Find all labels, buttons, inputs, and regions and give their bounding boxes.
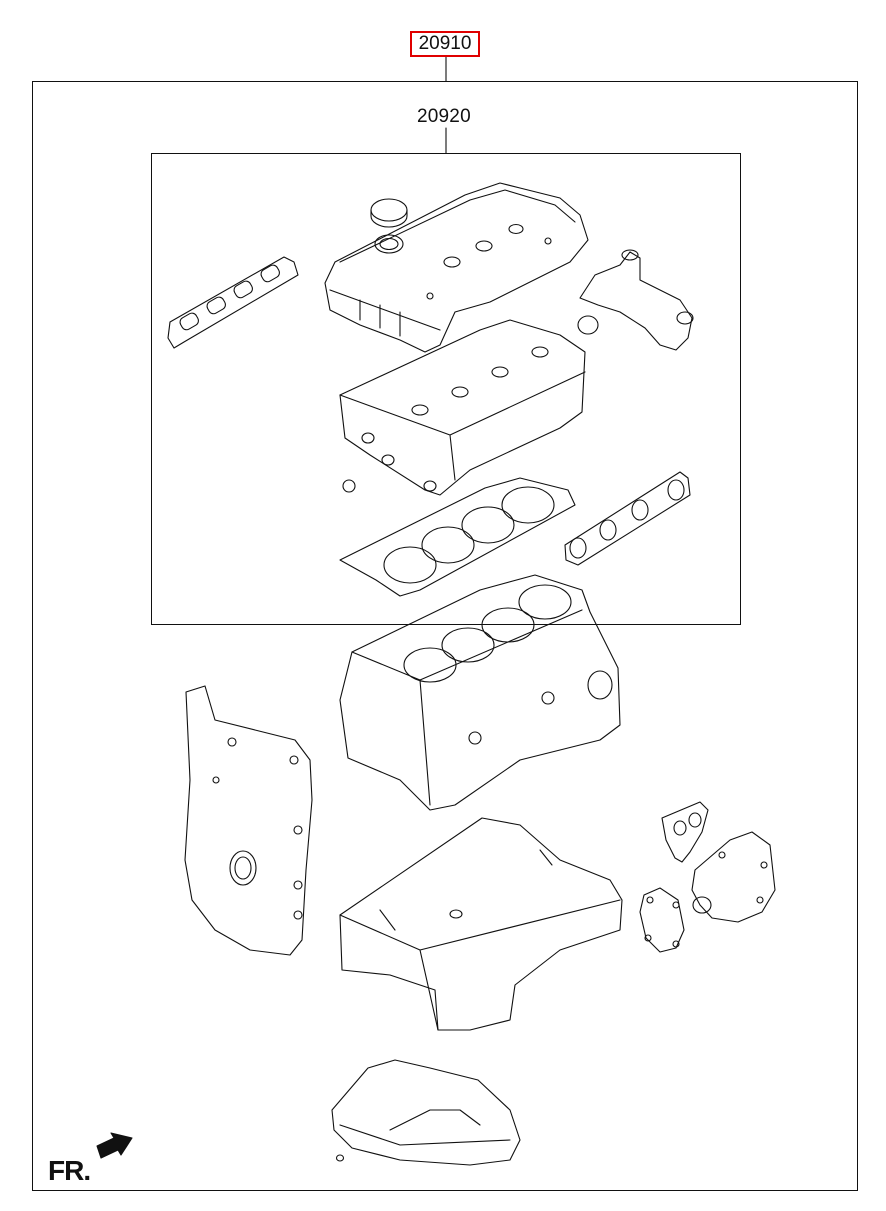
head-gasket-part — [339, 477, 576, 597]
oil-filler-cap-part — [370, 198, 408, 254]
valve-cover-part — [324, 182, 589, 353]
thermostat-housing-part — [577, 249, 694, 351]
kit-part-number-box[interactable]: 20910 — [410, 31, 480, 57]
front-direction-arrow-icon — [96, 1132, 133, 1159]
timing-chain-cover-part — [184, 685, 313, 956]
water-pump-gasket-part — [639, 887, 685, 953]
kit-part-number: 20910 — [418, 33, 472, 54]
subkit-inner-frame — [151, 153, 741, 625]
cylinder-head-part — [339, 319, 586, 496]
oil-pan-lower-part — [331, 1059, 521, 1166]
intake-manifold-gasket-part — [564, 471, 691, 566]
front-direction-label: FR. — [48, 1155, 91, 1186]
water-pump-part — [691, 831, 776, 923]
kit-outer-frame — [32, 81, 858, 1191]
cylinder-block-part — [339, 574, 621, 811]
oil-pan-upper-part — [339, 817, 623, 1031]
water-pump-outlet-gasket-part — [661, 801, 709, 863]
subkit-part-number[interactable]: 20920 — [417, 106, 471, 127]
exhaust-manifold-gasket-part — [167, 256, 299, 349]
